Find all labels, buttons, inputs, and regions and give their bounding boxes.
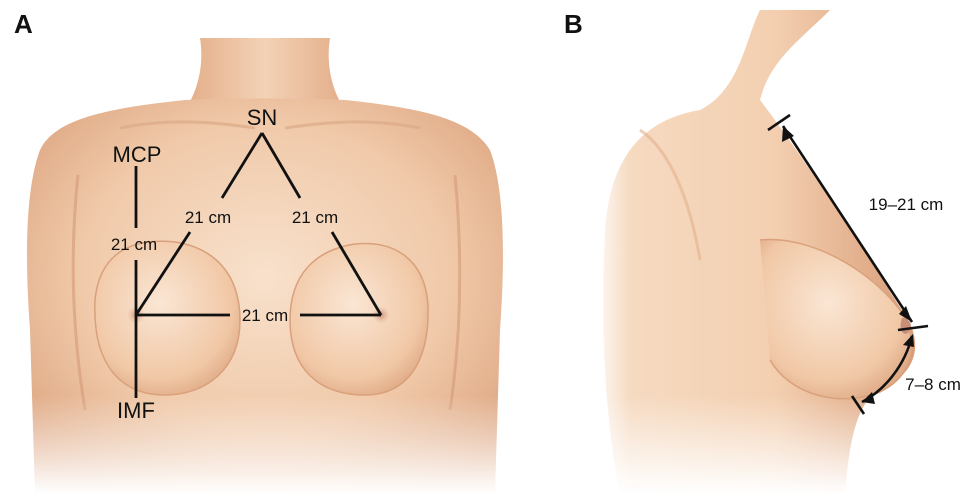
measure-mcp-label: 21 cm: [111, 235, 157, 254]
panel-letter-b: B: [564, 9, 583, 39]
landmark-mcp-label: MCP: [113, 142, 162, 167]
measure-sn-left-label: 21 cm: [185, 208, 231, 227]
landmark-imf-label: IMF: [117, 398, 155, 423]
panel-letter-a: A: [14, 9, 33, 39]
panel-a-illustration: [0, 0, 540, 494]
measure-lower-label: 7–8 cm: [905, 375, 961, 394]
panel-b-fade-bottom: [580, 0, 971, 494]
measure-sn-right-label: 21 cm: [292, 208, 338, 227]
measure-nipple-to-nipple-label: 21 cm: [242, 306, 288, 325]
landmark-sn-label: SN: [247, 105, 278, 130]
panel-a-fade-bottom: [0, 0, 540, 494]
measure-upper-label: 19–21 cm: [869, 195, 944, 214]
panel-b-illustration: [580, 0, 971, 494]
